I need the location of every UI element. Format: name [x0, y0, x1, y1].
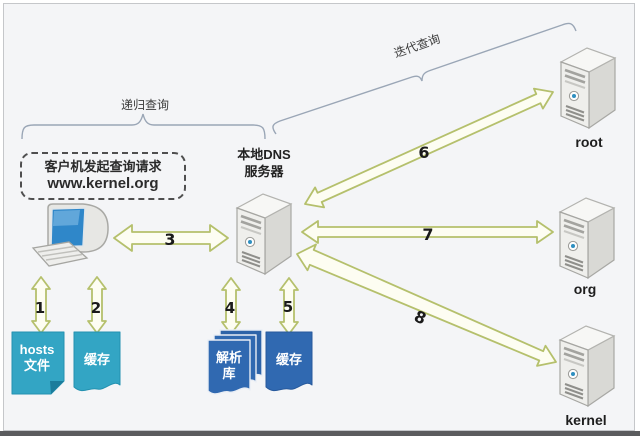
recursive-query-label: 递归查询 — [120, 98, 169, 112]
client-request-domain: www.kernel.org — [47, 175, 159, 192]
resolve-db-label-line1: 解析 — [215, 350, 242, 365]
resolve-db-doc-front — [207, 339, 251, 395]
arrow-8-number: 8 — [411, 307, 429, 329]
client-computer-icon — [31, 203, 109, 267]
arrow-4-number: 4 — [225, 299, 235, 317]
root-server-icon — [559, 46, 617, 130]
dns-cache-doc — [265, 331, 313, 392]
arrow-1-number: 1 — [35, 299, 45, 317]
org-server-icon — [558, 196, 616, 280]
bottom-border-bar — [0, 431, 640, 436]
kernel-server-icon — [558, 324, 616, 408]
root-server-label: root — [575, 134, 603, 150]
client-cache-doc — [73, 331, 121, 392]
arrow-5-number: 5 — [283, 298, 293, 316]
hosts-file-label-line1: hosts — [19, 342, 55, 357]
arrow-3 — [113, 224, 229, 252]
hosts-file-label: hosts 文件 — [12, 342, 62, 374]
iterative-brace — [272, 22, 577, 135]
recursive-brace — [21, 113, 266, 140]
arrow-8 — [296, 243, 557, 367]
resolve-db-label: 解析 库 — [208, 350, 250, 382]
client-request-box: 客户机发起查询请求 www.kernel.org — [20, 152, 186, 200]
local-dns-label: 本地DNS 服务器 — [224, 146, 304, 180]
arrow-6-number: 6 — [418, 143, 429, 162]
org-server-label: org — [573, 281, 597, 297]
kernel-server-label: kernel — [565, 412, 607, 428]
arrow-7-number: 7 — [422, 225, 433, 244]
resolve-db-label-line2: 库 — [222, 366, 236, 381]
local-dns-label-line1: 本地DNS — [237, 147, 291, 162]
arrow-2-number: 2 — [91, 299, 101, 317]
client-cache-label: 缓存 — [83, 352, 110, 367]
arrow-7 — [301, 220, 554, 244]
hosts-file-doc-fold — [50, 381, 64, 394]
dns-cache-label: 缓存 — [275, 352, 302, 367]
local-dns-server-icon — [235, 192, 293, 276]
hosts-file-label-line2: 文件 — [23, 358, 50, 373]
arrow-6 — [304, 87, 554, 209]
client-request-text: 客户机发起查询请求 — [44, 159, 162, 174]
arrow-3-number: 3 — [164, 230, 175, 249]
local-dns-label-line2: 服务器 — [244, 164, 284, 179]
